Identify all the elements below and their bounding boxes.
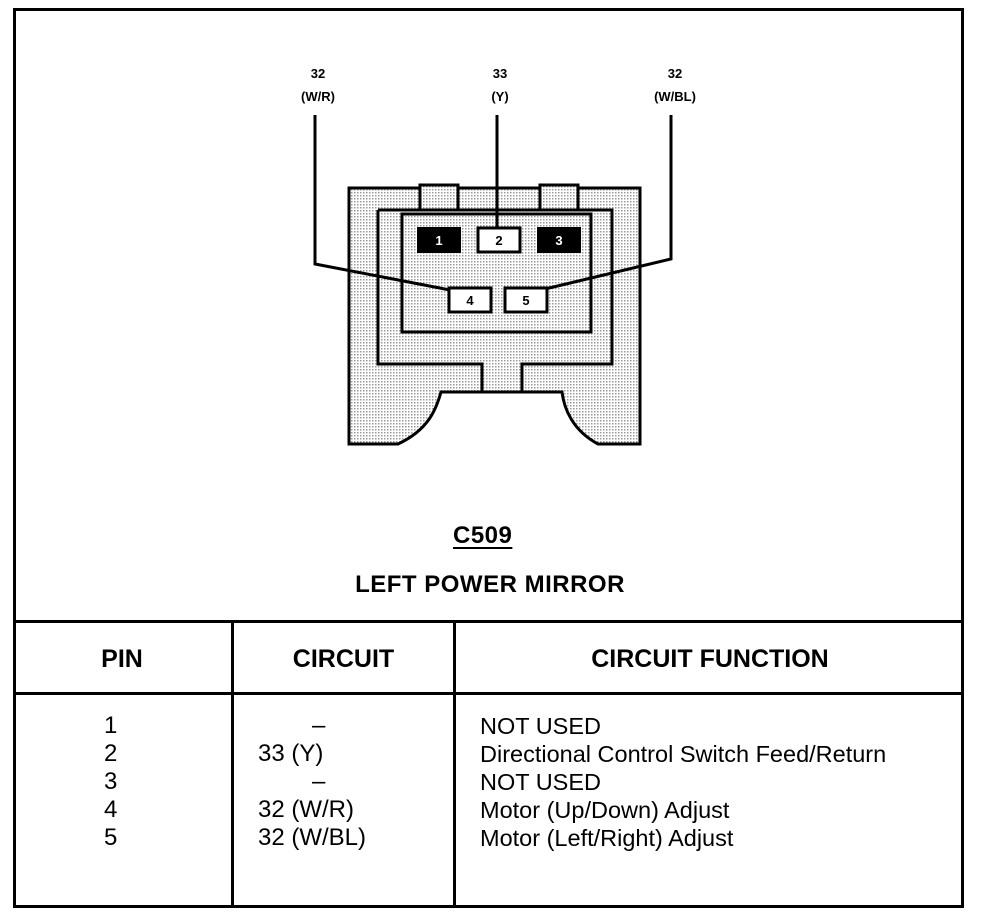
wire-32-wbl — [544, 115, 673, 291]
table-col-divider-2 — [453, 620, 456, 908]
diagram-frame — [13, 8, 964, 908]
connector-top-tabs — [418, 188, 580, 210]
table-row-pin: 1 — [104, 712, 118, 739]
connector-inner-frame — [376, 208, 614, 392]
pin-3-cavity — [537, 227, 581, 253]
wire-label-3-color: (W/BL) — [654, 89, 696, 104]
wire-label-2-circuit: 33 — [493, 66, 507, 81]
pin-5-label: 5 — [522, 293, 529, 308]
table-row-function: Directional Control Switch Feed/Return — [480, 741, 887, 767]
pin-3-label: 3 — [555, 233, 562, 248]
table-row-function: Motor (Left/Right) Adjust — [480, 825, 734, 851]
wire-label-3-circuit: 32 — [668, 66, 682, 81]
table-row-function: NOT USED — [480, 769, 601, 795]
table-row-pin: 4 — [104, 796, 118, 823]
table-row-circuit: – — [312, 712, 326, 739]
table-row-circuit: 33 (Y) — [258, 740, 324, 767]
function-column: NOT USED Directional Control Switch Feed… — [480, 712, 958, 852]
table-row-circuit: 32 (W/BL) — [258, 824, 367, 851]
header-pin: PIN — [101, 645, 143, 673]
pin-2-cavity — [476, 226, 522, 254]
pin-4-cavity — [447, 286, 493, 314]
table-row-pin: 3 — [104, 768, 118, 795]
pin-5-cavity — [503, 286, 549, 314]
table-row-circuit: – — [312, 768, 326, 795]
table-row-pin: 5 — [104, 824, 118, 851]
pin-1-cavity — [417, 227, 461, 253]
pin-4-label: 4 — [466, 293, 474, 308]
connector-id: C509 — [453, 522, 513, 549]
pin-1-label: 1 — [435, 233, 442, 248]
header-circuit-function: CIRCUIT FUNCTION — [591, 645, 829, 673]
wire-32-wr — [313, 115, 451, 292]
table-row-function: NOT USED — [480, 713, 601, 739]
table-row-circuit: 32 (W/R) — [258, 796, 354, 823]
wire-label-2-color: (Y) — [491, 89, 508, 104]
pin-2-label: 2 — [495, 233, 502, 248]
wire-label-1-circuit: 32 — [311, 66, 325, 81]
connector-diagram: 32 (W/R) 33 (Y) 32 (W/BL) 1 2 3 4 5 — [301, 66, 696, 446]
wire-label-1-color: (W/R) — [301, 89, 335, 104]
table-row-pin: 2 — [104, 740, 118, 767]
connector-title: LEFT POWER MIRROR — [355, 571, 625, 598]
table-col-divider-1 — [231, 620, 234, 908]
circuit-column: – 33 (Y) – 32 (W/R) 32 (W/BL) — [258, 712, 418, 852]
table-row-function: Motor (Up/Down) Adjust — [480, 797, 730, 823]
header-circuit: CIRCUIT — [292, 645, 395, 673]
pin-column: 1 2 3 4 5 — [104, 712, 117, 852]
table-header-rule — [13, 692, 964, 695]
table-top-rule — [13, 620, 964, 623]
